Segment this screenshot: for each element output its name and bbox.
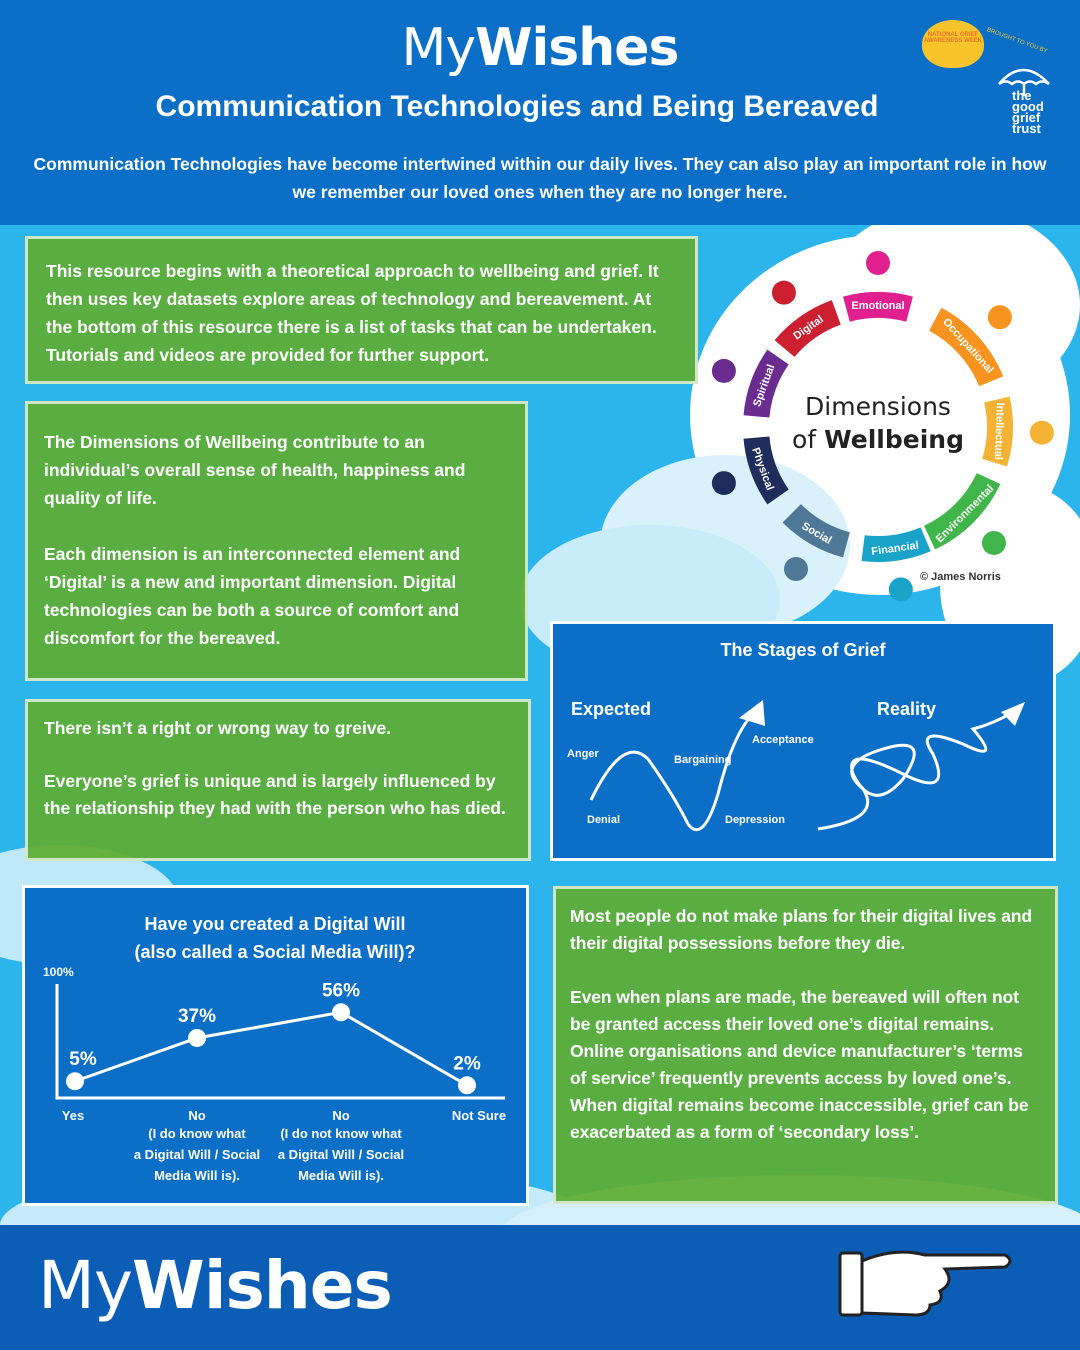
expected-arrow-head [739, 700, 765, 726]
wheel-segment-emotional [843, 292, 913, 322]
x-tick-sublabel: (I do know what [148, 1126, 246, 1141]
footer: MyWishes [0, 1225, 1080, 1350]
good-grief-logo: the good grief trust [1012, 88, 1044, 136]
data-point [66, 1072, 84, 1091]
wheel-label-occupational: Occupational [940, 316, 996, 376]
financial-icon [888, 577, 913, 602]
chart-title: Have you created a Digital Will(also cal… [134, 914, 416, 962]
data-label: 37% [178, 1006, 216, 1027]
intro-resource-box: This resource begins with a theoretical … [25, 236, 698, 384]
data-point [188, 1028, 206, 1047]
wheel-segment-occupational [928, 307, 1004, 387]
wheel-title-line1: Dimensions [805, 392, 951, 421]
x-tick-label: No [332, 1108, 349, 1123]
wheel-segment-environmental [923, 472, 1001, 550]
grief-awareness-heart-logo: NATIONAL GRIEF AWARENESS WEEK [922, 20, 984, 68]
acceptance-label: Acceptance [752, 734, 814, 746]
x-tick-sublabel: Media Will is). [154, 1168, 240, 1183]
dimensions-info-box: The Dimensions of Wellbeing contribute t… [25, 401, 528, 681]
footer-mywishes-logo: MyWishes [38, 1247, 393, 1324]
grief-info-box: There isn’t a right or wrong way to grei… [25, 699, 531, 861]
spiritual-icon [711, 358, 736, 383]
stages-of-grief-box: The Stages of Grief Expected Reality Ang… [550, 621, 1056, 861]
page-title: Communication Technologies and Being Ber… [155, 90, 879, 123]
data-point [458, 1076, 476, 1095]
data-label: 56% [322, 980, 360, 1001]
grief-curves [589, 700, 1025, 832]
x-tick-label: Not Sure [452, 1108, 506, 1123]
digital-will-line-chart: 100% 5% Yes 37% No (I do know what a Digital … [43, 965, 506, 1183]
wheel-credit: © James Norris [920, 571, 1001, 583]
digital-remains-box: Most people do not make plans for their … [553, 886, 1058, 1204]
pointing-hand-icon[interactable] [835, 1243, 1020, 1323]
dimensions-of-wellbeing-wheel: Dimensions of Wellbeing © James Norris E… [711, 251, 1054, 602]
denial-label: Denial [587, 814, 621, 826]
header: MyWishes Communication Technologies and … [0, 0, 1080, 225]
wheel-label-intellectual: Intellectual [992, 402, 1006, 460]
x-tick-sublabel: (I do not know what [280, 1126, 402, 1141]
digital-icon [771, 280, 796, 305]
social-icon [784, 557, 808, 582]
wheel-segment-intellectual [982, 396, 1013, 467]
wheel-segment-spiritual [743, 349, 789, 418]
x-tick-sublabel: Media Will is). [298, 1168, 384, 1183]
chart-axes [55, 984, 505, 1100]
wheel-segment-physical [743, 436, 789, 505]
reality-curve [817, 710, 1014, 831]
intellectual-icon [1029, 420, 1054, 445]
series-line [74, 1010, 468, 1087]
reality-arrow-head [1001, 702, 1025, 726]
bargaining-label: Bargaining [674, 754, 732, 766]
wheel-segment-financial [861, 527, 931, 562]
anger-label: Anger [567, 748, 599, 760]
x-tick-label: No [188, 1108, 205, 1123]
data-label: 2% [453, 1053, 481, 1074]
mywishes-logo: MyWishes [401, 18, 679, 78]
umbrella-icon [998, 68, 1050, 96]
x-tick-label: Yes [62, 1108, 84, 1123]
wheel-label-emotional: Emotional [851, 300, 904, 312]
environmental-icon [981, 530, 1006, 555]
occupational-icon [987, 305, 1012, 330]
expected-curve [589, 712, 755, 832]
physical-icon [711, 471, 736, 496]
y-tick-100: 100% [43, 965, 74, 979]
reality-label: Reality [877, 699, 937, 719]
x-tick-sublabel: a Digital Will / Social [278, 1147, 404, 1162]
expected-label: Expected [571, 699, 652, 719]
data-point [332, 1003, 350, 1022]
x-tick-sublabel: a Digital Will / Social [134, 1147, 260, 1162]
wheel-segment-digital [774, 300, 842, 358]
wheel-title-line2: of Wellbeing [792, 425, 964, 454]
digital-will-chart-box: Have you created a Digital Will(also cal… [22, 885, 529, 1206]
data-label: 5% [69, 1049, 97, 1070]
grief-title: The Stages of Grief [720, 640, 886, 660]
intro-text: Communication Technologies have become i… [33, 154, 1047, 202]
depression-label: Depression [725, 814, 785, 826]
emotional-icon [866, 251, 890, 275]
wheel-segment-social [782, 503, 851, 558]
